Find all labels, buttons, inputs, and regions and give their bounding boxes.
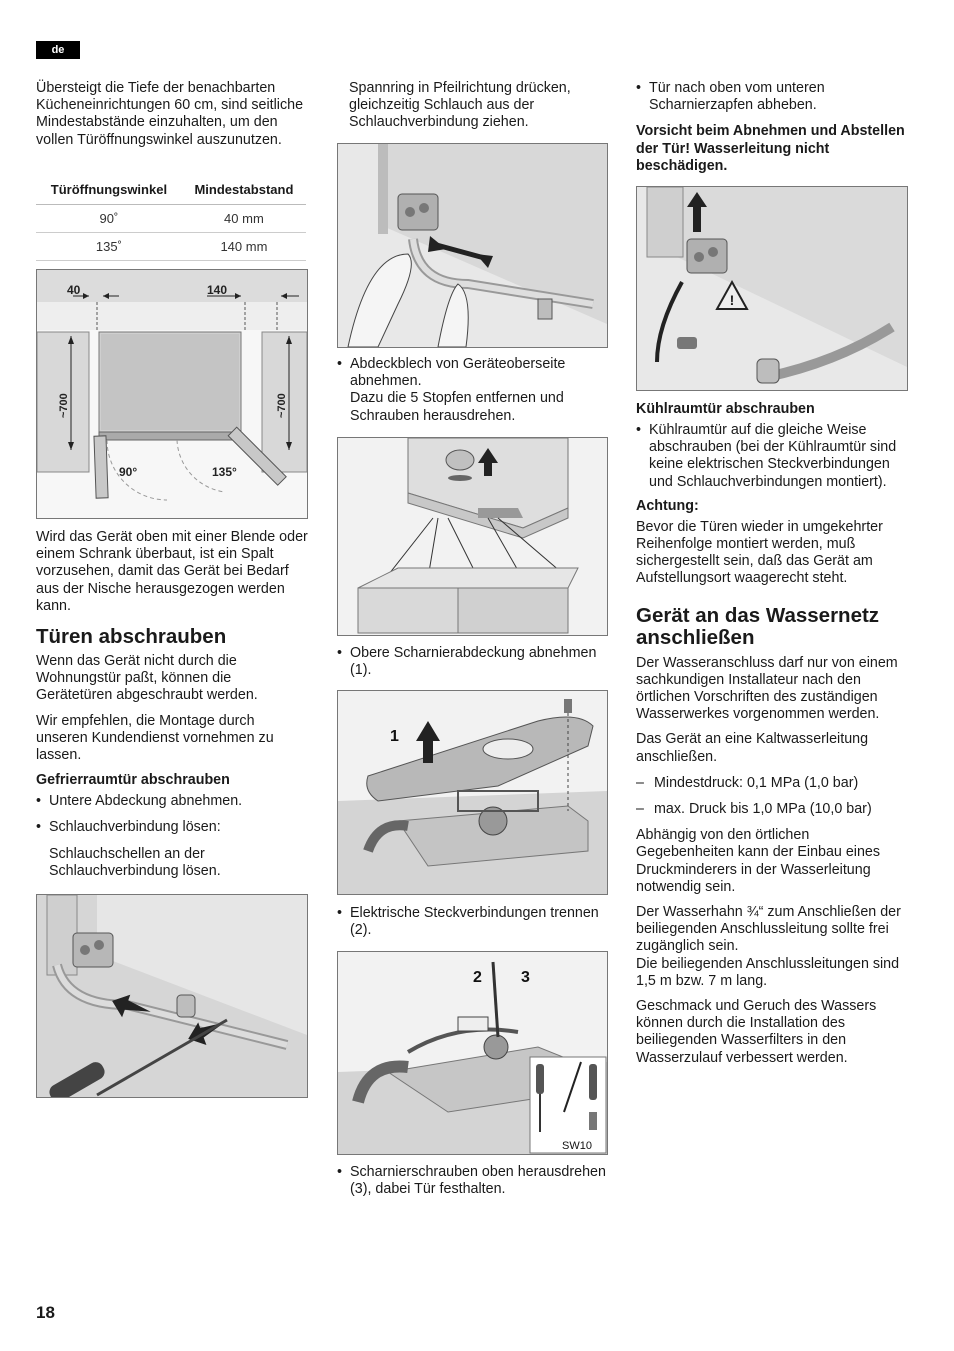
list-item: Untere Abdeckung abnehmen. [36,793,308,810]
list-item: Tür nach oben vom unteren Scharnierzapfe… [636,80,906,114]
depth-left-label: ~700 [58,393,70,418]
clearance-diagram: 40 140 ~700 ~700 90° 135° [36,269,308,519]
hinge-cover-illustration: 1 [337,690,608,895]
heading-wassernetz: Gerät an das Wassernetz anschließen [636,603,880,649]
list-item-text: Abdeckblech von Geräteoberseite abnehmen… [350,356,566,390]
subheading-gefrierraumtuer: Gefrierraumtür abschrauben [36,772,230,789]
callout-1: 1 [390,728,399,745]
column-3: Tür nach oben vom unteren Scharnierzapfe… [636,80,906,175]
column-2-b3: Elektrische Steckverbindungen trennen (2… [337,905,607,939]
language-tag: de [36,41,80,59]
list-item: Scharnierschrauben oben herausdrehen (3)… [337,1164,607,1198]
column-2-b4: Scharnierschrauben oben herausdrehen (3)… [337,1164,607,1198]
page-number: 18 [36,1303,55,1322]
hinge-screws-illustration: 2 3 SW10 [337,951,608,1155]
paragraph: Das Gerät an eine Kaltwasserleitung ansc… [636,731,869,765]
svg-text:!: ! [730,292,735,308]
table-header-distance: Mindestabstand [181,174,306,205]
achtung-text: Bevor die Türen wieder in umgekehrter Re… [636,518,883,587]
table-cell: 140 mm [181,232,306,261]
callout-3: 3 [521,969,530,986]
table-cell: 40 mm [181,204,306,233]
door-angle-table: Türöffnungswinkel Mindestabstand 90˚ 40 … [36,174,306,261]
dim-left-label: 40 [67,283,81,297]
paragraph: Wir empfehlen, die Montage durch unseren… [36,712,274,764]
list-item: Kühlraumtür auf die gleiche Weise abschr… [636,422,908,491]
lift-door-illustration: ! [636,186,908,391]
warning-text: Vorsicht beim Abnehmen und Abstellen der… [636,123,905,174]
paragraph: Der Wasserhahn ¾“ zum Anschließen der be… [636,904,908,990]
table-header-angle: Türöffnungswinkel [36,174,182,205]
list-item: Mindestdruck: 0,1 MPa (1,0 bar) [636,775,908,792]
list-item: Abdeckblech von Geräteoberseite abnehmen… [337,356,607,425]
achtung-label: Achtung: [636,497,699,514]
list-item-detail: Schlauchschellen an der Schlauchverbindu… [49,845,221,879]
cover-plate-illustration [337,437,608,636]
tool-size-label: SW10 [562,1140,592,1152]
subheading-kuehlraumtuer: Kühlraumtür abschrauben [636,401,815,417]
hose-release-illustration [36,894,308,1098]
paragraph-line: Die beiliegenden Anschlussleitungen sind… [636,955,900,989]
paragraph: Abhängig von den örtlichen Gegebenheiten… [636,827,881,895]
paragraph: Spannring in Pfeilrichtung drücken, glei… [349,80,571,131]
column-1-lower: Wird das Gerät oben mit einer Blende ode… [36,529,308,880]
column-2-b1: Abdeckblech von Geräteoberseite abnehmen… [337,356,607,425]
angle-135-label: 135° [212,465,237,479]
angle-90-label: 90° [119,465,137,479]
table-row: 135˚ 140 mm [36,232,306,261]
list-item-text: Dazu die 5 Stopfen entfernen und Schraub… [350,390,564,424]
depth-right-label: ~700 [276,393,288,418]
table-cell: 90˚ [36,204,182,233]
paragraph: Der Wasseranschluss darf nur von einem s… [636,654,898,723]
list-item: Obere Scharnierabdeckung abnehmen (1). [337,645,607,679]
blende-text: Wird das Gerät oben mit einer Blende ode… [36,529,308,614]
intro-text: Übersteigt die Tiefe der benachbarten Kü… [36,80,304,148]
table-cell: 135˚ [36,232,182,261]
tension-ring-illustration [337,143,608,348]
column-2: Spannring in Pfeilrichtung drücken, glei… [349,80,611,132]
paragraph-line: Der Wasserhahn ¾“ zum Anschließen der be… [636,904,901,955]
dim-right-label: 140 [207,283,227,297]
column-3-lower: Kühlraumtür abschrauben Kühlraumtür auf … [636,401,908,1067]
list-item: max. Druck bis 1,0 MPa (10,0 bar) [636,801,908,818]
list-item: Schlauchverbindung lösen: [36,819,308,836]
heading-tueren-abschrauben: Türen abschrauben [36,625,227,649]
paragraph: Wenn das Gerät nicht durch die Wohnungst… [36,653,258,704]
column-1: Übersteigt die Tiefe der benachbarten Kü… [36,80,308,149]
table-row: 90˚ 40 mm [36,204,306,233]
list-item: Elektrische Steckverbindungen trennen (2… [337,905,607,939]
column-2-b2: Obere Scharnierabdeckung abnehmen (1). [337,645,607,679]
callout-2: 2 [473,969,482,986]
paragraph: Geschmack und Geruch des Wassers können … [636,998,877,1066]
